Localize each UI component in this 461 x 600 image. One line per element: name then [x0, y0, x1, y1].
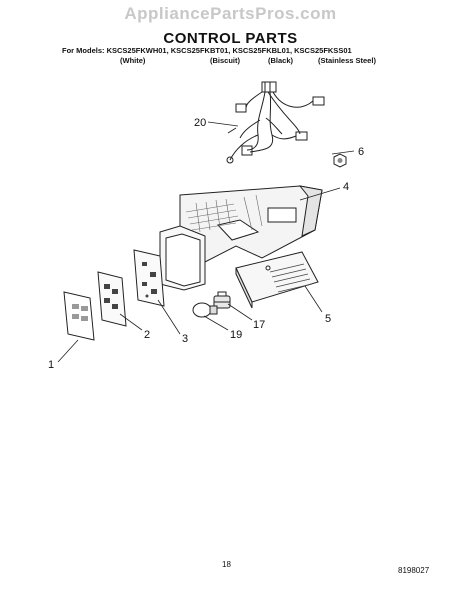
cover-plate-part-5[interactable]	[235, 251, 319, 309]
color-stainless: (Stainless Steel)	[318, 56, 376, 65]
callout-2: 2	[144, 329, 150, 341]
model-list: For Models: KSCS25FKWH01, KSCS25FKBT01, …	[62, 46, 352, 55]
callout-6: 6	[358, 146, 364, 158]
light-bulb-part-19[interactable]	[192, 302, 218, 318]
wire-harness-part-20[interactable]	[226, 81, 325, 164]
nut-part-6[interactable]	[333, 153, 347, 168]
control-board-part-3[interactable]	[133, 249, 165, 307]
control-housing-part-4[interactable]	[159, 185, 323, 291]
lamp-socket-part-17[interactable]	[213, 291, 231, 309]
watermark: AppliancePartsPros.com	[124, 4, 337, 23]
callout-19: 19	[230, 329, 242, 341]
callout-5: 5	[325, 313, 331, 325]
callout-20: 20	[194, 117, 206, 129]
control-overlay-part-1[interactable]	[63, 291, 95, 341]
callout-3: 3	[182, 333, 188, 345]
page-title: CONTROL PARTS	[163, 30, 298, 47]
page-number: 18	[222, 560, 231, 569]
callout-4: 4	[343, 181, 349, 193]
color-black: (Black)	[268, 56, 294, 65]
color-biscuit: (Biscuit)	[210, 56, 240, 65]
callout-1: 1	[48, 359, 54, 371]
color-white: (White)	[120, 56, 146, 65]
document-number: 8198027	[398, 566, 430, 575]
display-panel-part-2[interactable]	[97, 271, 127, 327]
callout-17: 17	[253, 319, 265, 331]
